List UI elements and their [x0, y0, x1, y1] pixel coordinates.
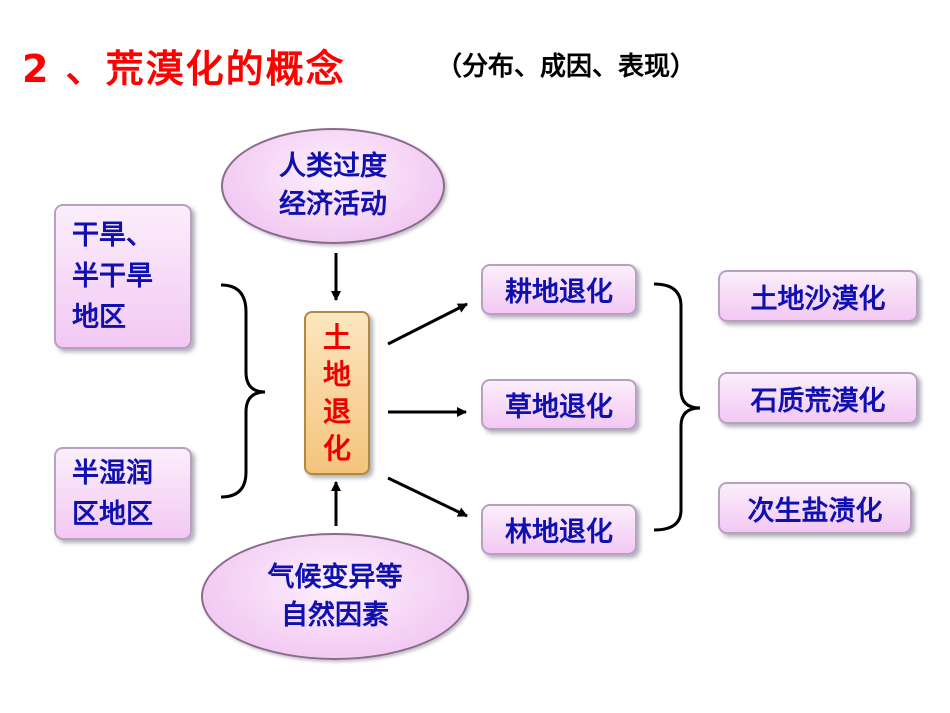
outcome-sandy-desertification: 土地沙漠化: [718, 270, 918, 322]
cropland-degradation: 耕地退化: [481, 264, 637, 315]
center-char: 化: [322, 432, 351, 465]
page-subtitle: （分布、成因、表现）: [436, 52, 697, 82]
page-title: 2 、荒漠化的概念: [22, 47, 346, 91]
arrow-to-cropland: [387, 302, 468, 346]
center-char: 退: [322, 395, 351, 428]
center-char: 地: [322, 358, 351, 391]
left-brace: [220, 283, 266, 499]
center-char: 土: [322, 321, 351, 354]
grassland-degradation: 草地退化: [481, 379, 637, 430]
region-arid: 干旱、 半干旱 地区: [54, 204, 192, 349]
cause-natural-factors: 气候变异等 自然因素: [201, 533, 469, 660]
region-subhumid: 半湿润 区地区: [54, 447, 192, 540]
right-brace: [653, 282, 701, 532]
forest-degradation: 林地退化: [481, 504, 637, 555]
outcome-secondary-salinization: 次生盐渍化: [718, 482, 912, 534]
cause-human-activity: 人类过度 经济活动: [221, 128, 445, 244]
arrow-to-forest: [387, 476, 468, 518]
land-degradation-box: 土 地 退 化: [304, 311, 370, 475]
outcome-rocky-desertification: 石质荒漠化: [718, 372, 918, 424]
